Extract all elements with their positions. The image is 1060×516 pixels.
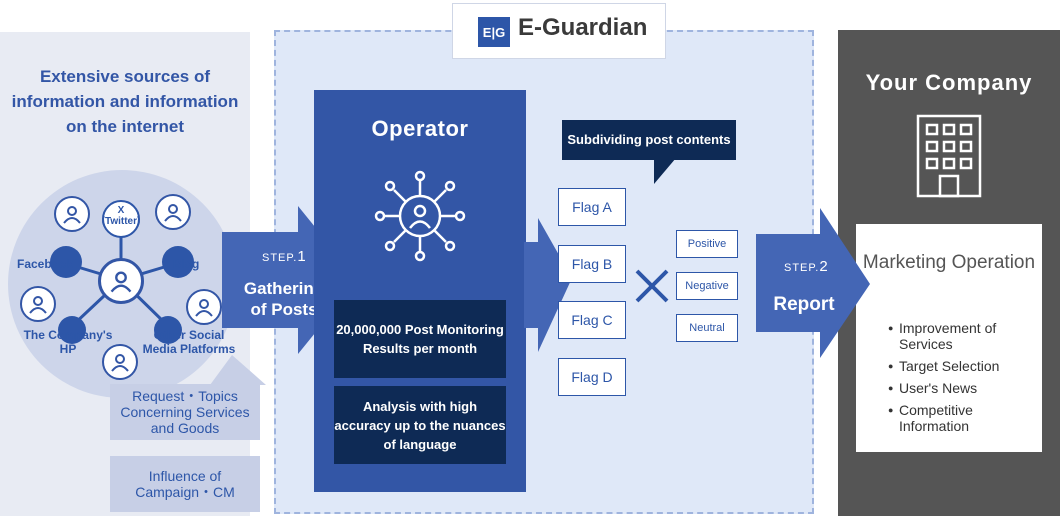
operator-to-flags-arrow [524, 218, 572, 352]
flag-b: Flag B [558, 245, 626, 283]
hub-user-icon [98, 258, 144, 304]
x-twitter-label: X (Twitter) [101, 205, 141, 227]
callout-pointer [210, 355, 266, 385]
user-icon [155, 194, 191, 230]
user-icon [54, 196, 90, 232]
step2-title: Report [773, 294, 835, 315]
other-social-label: Other Social Media Platforms [142, 328, 236, 356]
monitoring-results-box: 20,000,000 Post Monitoring Results per m… [334, 300, 506, 378]
building-icon [916, 114, 982, 198]
flag-a: Flag A [558, 188, 626, 226]
blog-label: Blog [172, 257, 200, 271]
facebook-node [50, 246, 82, 278]
analysis-box: Analysis with high accuracy up to the nu… [334, 386, 506, 464]
flag-c: Flag C [558, 301, 626, 339]
user-icon [102, 344, 138, 380]
bubble-pointer [654, 158, 676, 184]
your-company-title: Your Company [865, 70, 1033, 95]
flag-d: Flag D [558, 358, 626, 396]
user-icon [20, 286, 56, 322]
step1-label: STEP.1 [262, 248, 307, 265]
influence-box: Influence of Campaign・CM [110, 456, 260, 512]
marketing-operation-title: Marketing Operation [862, 252, 1036, 273]
company-hp-label: The Company's HP [23, 328, 113, 356]
marketing-list: Improvement of Services Target Selection… [888, 320, 1038, 440]
operator-network-icon [374, 170, 466, 262]
marketing-item: User's News [888, 380, 1038, 396]
blog-node [162, 246, 194, 278]
sources-title: Extensive sources of information and inf… [11, 67, 239, 136]
x-twitter-node [102, 200, 140, 238]
sentiment-negative: Negative [676, 272, 738, 300]
other-social-node [154, 316, 182, 344]
operator-title: Operator [371, 116, 469, 141]
company-hp-node [58, 316, 86, 344]
step2-arrow [756, 208, 870, 358]
cross-icon [635, 269, 669, 303]
marketing-item: Improvement of Services [888, 320, 1038, 352]
e-guardian-logo-mark: E|G [478, 17, 510, 47]
sentiment-neutral: Neutral [676, 314, 738, 342]
facebook-label: Facebook [16, 257, 73, 271]
step2-label: STEP.2 [784, 258, 829, 275]
marketing-item: Target Selection [888, 358, 1038, 374]
e-guardian-logo-text: E-Guardian [518, 14, 648, 41]
subdividing-bubble: Subdividing post contents [562, 120, 736, 160]
step1-title: Gathering of Posts [243, 279, 325, 319]
marketing-item: Competitive Information [888, 402, 1038, 434]
request-topics-box: Request・Topics Concerning Services and G… [110, 384, 260, 440]
sentiment-positive: Positive [676, 230, 738, 258]
user-icon [186, 289, 222, 325]
